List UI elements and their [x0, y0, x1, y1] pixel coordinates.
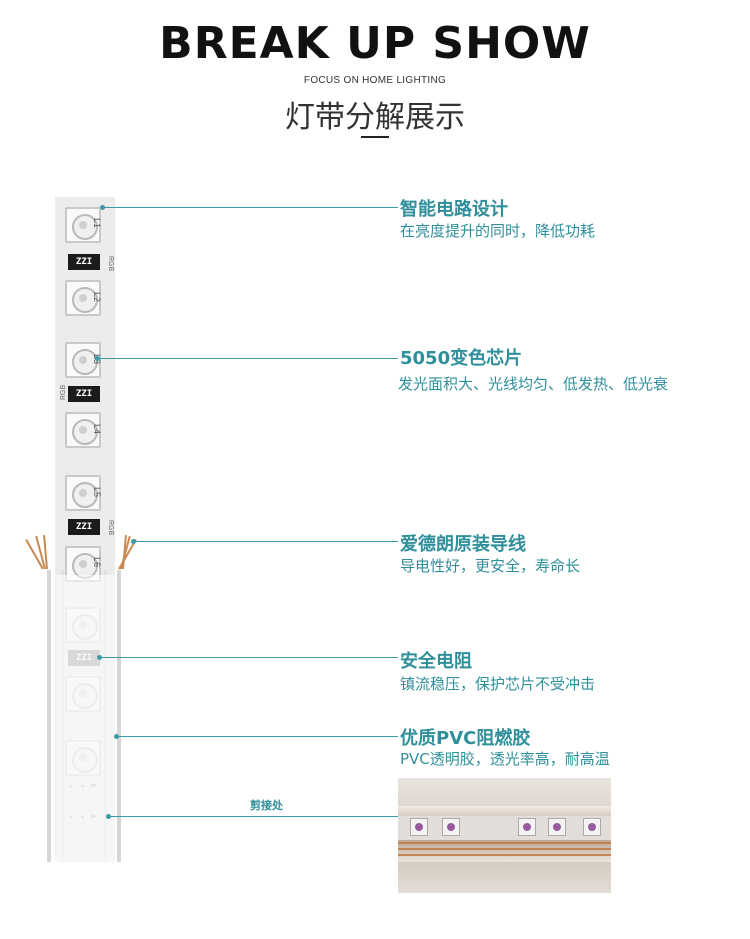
resistor: ZZI	[68, 254, 100, 270]
callout-desc: 导电性好，更安全，寿命长	[400, 557, 581, 575]
callout-dot	[95, 356, 100, 361]
callout-title: 爱德朗原装导线	[400, 534, 526, 555]
callout-title: 智能电路设计	[400, 199, 508, 220]
cut-point-label: 剪接处	[250, 799, 283, 812]
led-label: L2	[92, 292, 102, 303]
callout-desc: 镇流稳压，保护芯片不受冲击	[400, 675, 596, 693]
callout-dot	[114, 734, 119, 739]
strip-photo	[398, 778, 611, 893]
led-chip	[65, 412, 101, 448]
heading-underline	[361, 136, 389, 138]
page-subtitle: FOCUS ON HOME LIGHTING	[303, 75, 447, 86]
led-label: L4	[92, 424, 102, 435]
sheath-overlay	[55, 575, 115, 862]
led-label: L6	[92, 557, 102, 568]
callout-title: 安全电阻	[400, 651, 472, 672]
section-heading: 灯带分解展示	[285, 100, 465, 135]
led-label: L5	[92, 487, 102, 498]
callout-dot	[100, 205, 105, 210]
callout-desc: 发光面积大、光线均匀、低发热、低光衰	[398, 375, 669, 393]
resistor: ZZI	[68, 386, 100, 402]
callout-dot	[131, 539, 136, 544]
led-chip	[65, 475, 101, 511]
led-chip	[65, 280, 101, 316]
callout-line	[134, 541, 398, 542]
callout-line	[100, 657, 398, 658]
callout-line	[98, 358, 398, 359]
copper-wire-left	[25, 535, 54, 570]
callout-title: 优质PVC阻燃胶	[400, 728, 531, 749]
callout-title: 5050变色芯片	[400, 348, 523, 369]
callout-line	[117, 736, 398, 737]
page-title: BREAK UP SHOW	[159, 18, 591, 69]
callout-desc: PVC透明胶，透光率高，耐高温	[400, 750, 610, 768]
callout-dot	[97, 655, 102, 660]
callout-line	[103, 207, 398, 208]
led-chip	[65, 207, 101, 243]
callout-line	[109, 816, 398, 817]
rgb-label: RGB	[107, 256, 114, 272]
resistor: ZZI	[68, 519, 100, 535]
callout-desc: 在亮度提升的同时，降低功耗	[400, 222, 596, 240]
rgb-label: RGB	[60, 384, 67, 400]
led-label: L1	[92, 218, 102, 229]
rgb-label: RGB	[107, 520, 114, 536]
callout-dot	[106, 814, 111, 819]
